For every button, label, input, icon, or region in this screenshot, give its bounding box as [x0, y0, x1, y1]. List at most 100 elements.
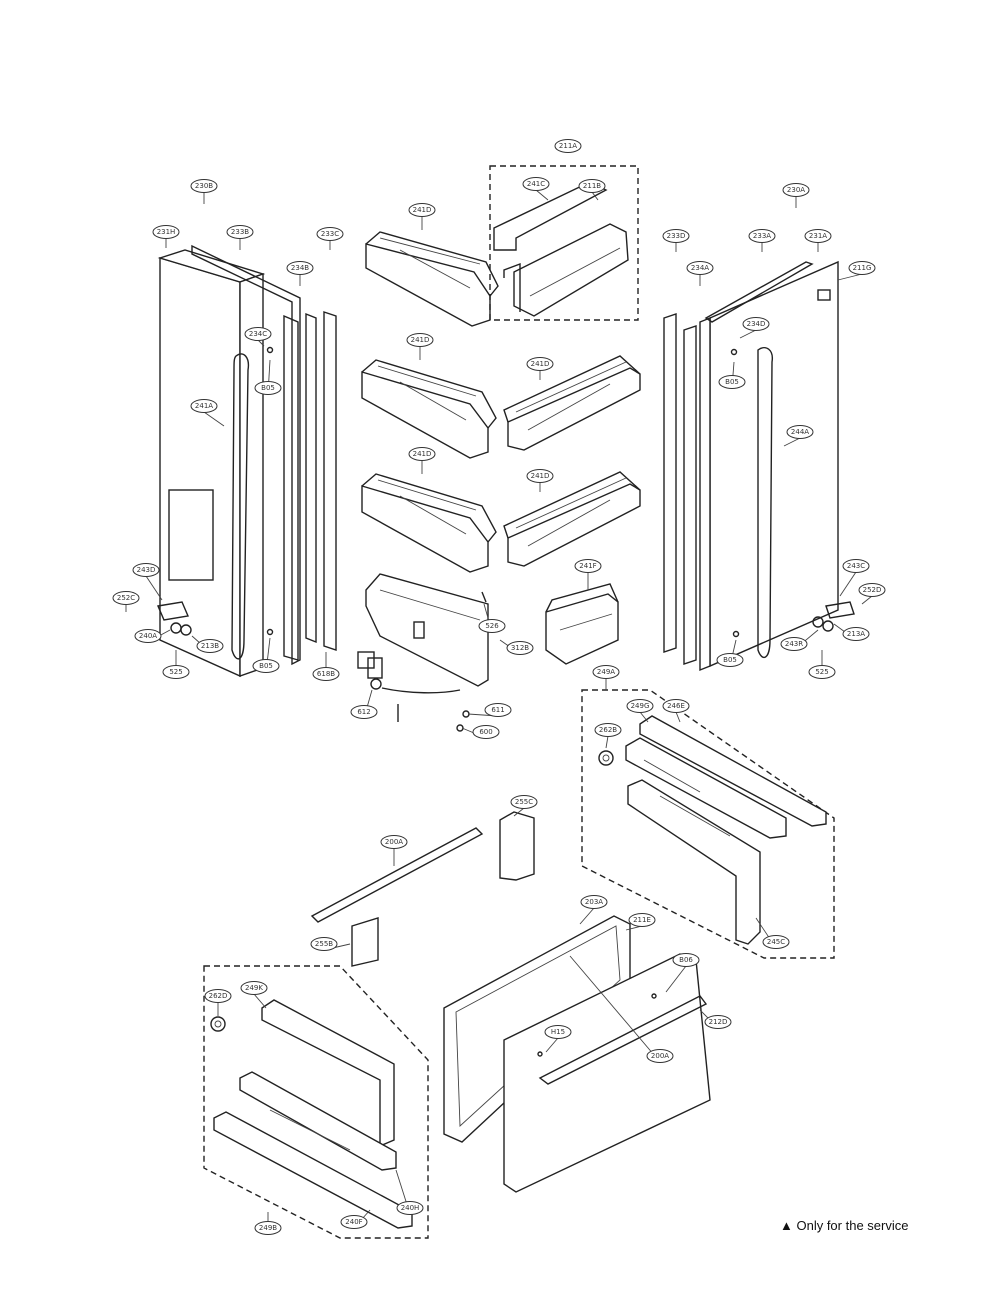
callout-bubble — [406, 333, 434, 347]
callout-text: 246E — [667, 702, 685, 710]
callout-bubble — [672, 953, 700, 967]
callout-text: 249K — [245, 984, 263, 992]
left-door — [157, 244, 337, 678]
callout-text: 211B — [583, 182, 601, 190]
callout-243r: 243R — [780, 637, 808, 651]
callout-text: B05 — [261, 384, 275, 392]
callout-bubble — [544, 1025, 572, 1039]
callout-bubble — [742, 317, 770, 331]
callout-text: 233B — [231, 228, 249, 236]
callout-text: 526 — [485, 622, 499, 630]
leader-line — [569, 955, 661, 1063]
callout-241d: 241D — [406, 333, 434, 347]
callout-249a: 249A — [592, 665, 620, 679]
callout-bubble — [578, 179, 606, 193]
callout-text: 234A — [691, 264, 709, 272]
rail-assembly-249b — [203, 965, 429, 1239]
callout-bubble — [594, 723, 622, 737]
callout-text: 600 — [479, 728, 492, 736]
callout-text: 241D — [411, 336, 430, 344]
callout-618b: 618B — [312, 667, 340, 681]
callout-211a: 211A — [554, 139, 582, 153]
callout-bubble — [254, 381, 282, 395]
callout-text: 241A — [195, 402, 213, 410]
callout-262b: 262B — [594, 723, 622, 737]
callout-text: 252D — [863, 586, 882, 594]
callout-243d: 243D — [132, 563, 160, 577]
callout-text: 249B — [259, 1224, 277, 1232]
callout-243c: 243C — [842, 559, 870, 573]
callout-241d: 241D — [408, 203, 436, 217]
callout-255c: 255C — [510, 795, 538, 809]
callout-bubble — [310, 937, 338, 951]
callout-bubble — [152, 225, 180, 239]
callout-241c: 241C — [522, 177, 550, 191]
callout-234d: 234D — [742, 317, 770, 331]
leader-line — [145, 575, 163, 601]
callout-bubble — [858, 583, 886, 597]
callout-text: 255B — [315, 940, 333, 948]
service-note: ▲ Only for the service — [780, 1218, 909, 1233]
callout-249b: 249B — [254, 1221, 282, 1235]
leader-line — [535, 189, 549, 201]
leader-line — [639, 711, 649, 723]
callout-252d: 252D — [858, 583, 886, 597]
callout-text: 249A — [597, 668, 615, 676]
door-bins — [357, 231, 641, 732]
callout-text: H15 — [551, 1028, 565, 1036]
callout-bubble — [842, 559, 870, 573]
tray-assembly-249a — [581, 689, 835, 959]
callout-text: 249G — [631, 702, 650, 710]
callout-text: 234C — [249, 330, 267, 338]
callout-246e: 246E — [662, 699, 690, 713]
callout-text: 211E — [633, 916, 651, 924]
callout-bubble — [312, 667, 340, 681]
callout-bubble — [380, 835, 408, 849]
center-parts — [310, 811, 535, 967]
leader-line — [783, 437, 801, 447]
callout-text: B05 — [259, 662, 273, 670]
callout-240f: 240F — [340, 1215, 368, 1229]
callout-text: 213A — [847, 630, 865, 638]
callout-bubble — [804, 229, 832, 243]
callout-bubble — [478, 619, 506, 633]
callout-211e: 211E — [628, 913, 656, 927]
callout-bubble — [522, 177, 550, 191]
callout-bubble — [808, 665, 836, 679]
callout-bubble — [580, 895, 608, 909]
callout-text: B06 — [679, 956, 693, 964]
leader-line — [257, 339, 265, 347]
callout-text: 241D — [531, 360, 550, 368]
callout-252c: 252C — [112, 591, 140, 605]
callout-bubble — [842, 627, 870, 641]
callout-234b: 234B — [286, 261, 314, 275]
callout-text: 245C — [767, 938, 785, 946]
callout-text: 240F — [345, 1218, 362, 1226]
callout-text: 230B — [195, 182, 213, 190]
callout-bubble — [686, 261, 714, 275]
callout-611: 611 — [484, 703, 512, 717]
bin-mid-right-1 — [503, 355, 641, 451]
callout-bubble — [226, 225, 254, 239]
callout-text: 241D — [413, 450, 432, 458]
bin-mid-right-2 — [503, 471, 641, 567]
callout-203a: 203A — [580, 895, 608, 909]
callout-525: 525 — [162, 665, 190, 679]
callout-233c: 233C — [316, 227, 344, 241]
callout-bubble — [574, 559, 602, 573]
callout-text: 231H — [157, 228, 176, 236]
bin-mid-left-2 — [361, 473, 497, 573]
leader-line — [579, 907, 595, 925]
callout-230b: 230B — [190, 179, 218, 193]
callout-bubble — [554, 139, 582, 153]
callout-text: 255C — [515, 798, 533, 806]
callout-text: 312B — [511, 644, 529, 652]
callout-text: 241D — [413, 206, 432, 214]
callout-234c: 234C — [244, 327, 272, 341]
callout-231a: 231A — [804, 229, 832, 243]
bin-small-241f — [545, 583, 619, 665]
callout-233d: 233D — [662, 229, 690, 243]
callout-text: 233D — [667, 232, 686, 240]
callout-211g: 211G — [848, 261, 876, 275]
